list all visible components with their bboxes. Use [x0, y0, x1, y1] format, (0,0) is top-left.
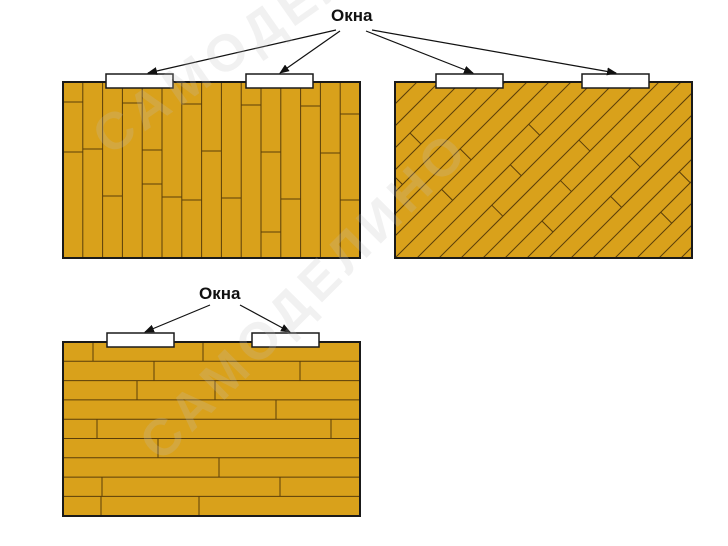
board-seam: [395, 82, 572, 258]
board-seam: [416, 82, 594, 258]
board-joint: [610, 196, 622, 208]
floor-diagonal: [373, 81, 728, 259]
board-seam: [636, 202, 692, 258]
board-seam: [395, 82, 528, 215]
arrow-to-window-3: [365, 30, 474, 74]
board-joint: [528, 123, 541, 136]
arrow-to-window-2: [279, 30, 341, 74]
window-4: [581, 73, 650, 89]
board-joint: [441, 189, 453, 201]
floor-longitudinal-outline: [62, 81, 361, 259]
board-joint: [373, 214, 384, 225]
board-seam: [504, 82, 682, 258]
window-1: [105, 73, 174, 89]
arrow-to-window-4: [371, 29, 617, 76]
board-seam: [460, 82, 638, 258]
board-joint: [698, 131, 709, 142]
board-joint: [409, 132, 422, 145]
boards-transverse: [63, 342, 360, 516]
board-seam: [395, 82, 440, 127]
boards-diagonal: [373, 82, 728, 258]
windows-label-bottom: Окна: [199, 284, 241, 303]
floor-transverse-outline: [62, 341, 361, 517]
board-joint: [459, 148, 472, 161]
board-seam: [570, 136, 692, 258]
board-seam: [395, 82, 506, 193]
board-joint: [509, 164, 522, 177]
arrow-to-window-6: [239, 304, 291, 333]
window-2: [245, 73, 314, 89]
floor-diagonal-base: [395, 82, 692, 258]
arrows-top: [147, 29, 617, 76]
window-3: [435, 73, 504, 89]
floor-diagonal-outline: [394, 81, 693, 259]
floor-longitudinal-base: [63, 82, 360, 258]
board-seam: [395, 82, 484, 171]
arrows-bottom: [144, 304, 291, 333]
board-seam: [592, 158, 692, 258]
board-joint: [660, 211, 673, 224]
board-seam: [395, 82, 550, 237]
window-6: [251, 332, 320, 348]
board-joint: [395, 176, 403, 185]
board-seam: [482, 82, 660, 258]
board-seam: [395, 82, 462, 149]
window-5: [106, 332, 175, 348]
board-joint: [560, 180, 572, 192]
board-joint: [578, 139, 591, 152]
boards-longitudinal: [63, 82, 360, 258]
board-seam: [614, 180, 692, 258]
board-joint: [678, 171, 691, 184]
board-seam: [548, 114, 692, 258]
arrow-to-window-5: [144, 304, 211, 333]
windows-label-top: Окна: [331, 6, 373, 25]
board-joint: [491, 204, 504, 217]
board-seam: [438, 82, 616, 258]
board-seam: [703, 82, 728, 258]
board-seam: [526, 92, 692, 258]
board-joint: [541, 220, 554, 233]
arrow-to-window-1: [147, 29, 337, 75]
floor-transverse: [62, 341, 361, 517]
floor-transverse-base: [63, 342, 360, 516]
board-seam: [658, 224, 692, 258]
board-joint: [628, 155, 641, 168]
floor-longitudinal: [62, 81, 361, 259]
